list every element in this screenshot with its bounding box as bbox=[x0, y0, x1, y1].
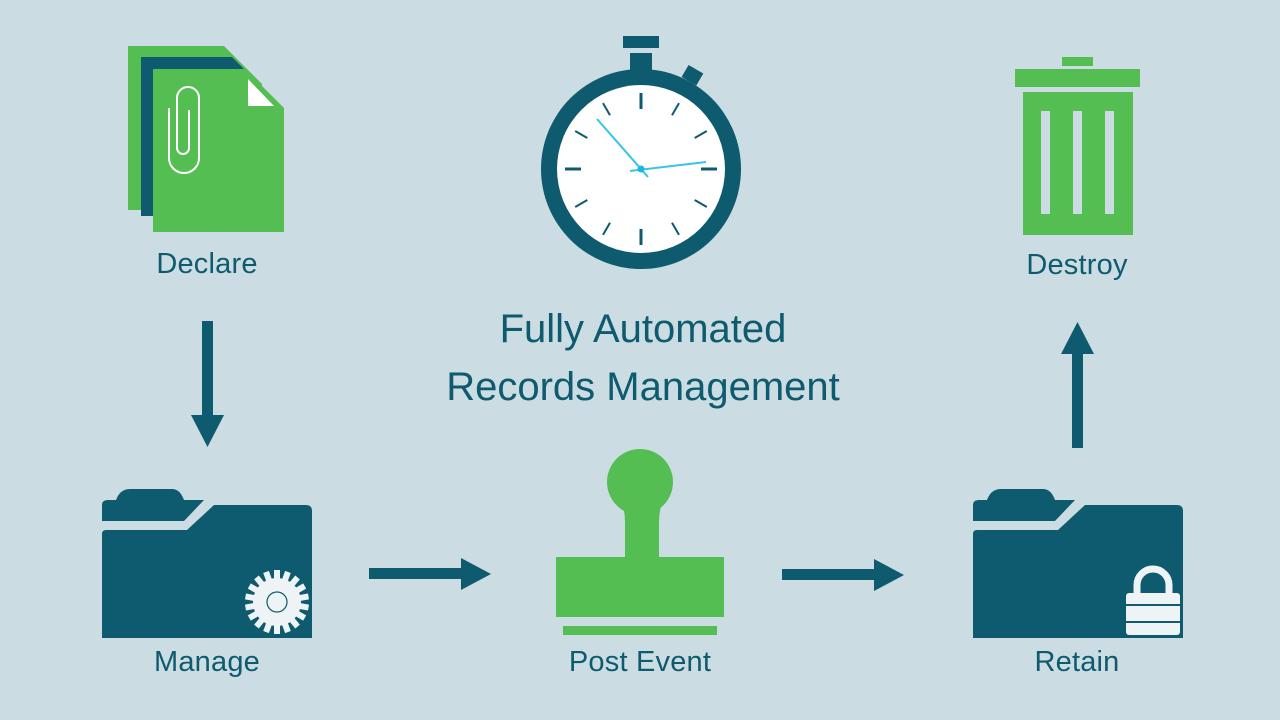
clock-tick bbox=[574, 130, 588, 139]
clock-tick bbox=[602, 222, 611, 236]
title-line-2: Records Management bbox=[446, 365, 840, 409]
clock-tick bbox=[694, 199, 708, 208]
stopwatch-icon bbox=[541, 36, 741, 269]
arrow-down-icon bbox=[191, 321, 224, 447]
gear-tooth bbox=[244, 602, 256, 611]
clock-tick bbox=[694, 130, 708, 139]
arrow-right-icon bbox=[782, 559, 904, 591]
gear-tooth bbox=[298, 593, 310, 602]
clock-tick bbox=[574, 199, 588, 208]
trash-icon bbox=[1015, 57, 1140, 235]
clock-ticks bbox=[565, 93, 717, 245]
folder-gear-icon bbox=[102, 489, 312, 638]
clock-tick bbox=[671, 102, 680, 116]
step-label-declare: Declare bbox=[156, 248, 258, 280]
folder-lock-icon bbox=[973, 489, 1183, 638]
diagram-title: Fully Automated Records Management bbox=[446, 300, 840, 416]
gear-tooth bbox=[244, 593, 256, 602]
gear-tooth bbox=[298, 602, 310, 611]
arrow-right-icon bbox=[369, 558, 491, 590]
arrow-up-icon bbox=[1061, 322, 1094, 448]
gear-tooth bbox=[274, 570, 280, 580]
clock-tick bbox=[602, 102, 611, 116]
gear-icon bbox=[244, 570, 310, 634]
lock-icon bbox=[1126, 565, 1180, 635]
clock-tick bbox=[671, 222, 680, 236]
title-line-1: Fully Automated bbox=[499, 307, 787, 351]
documents-paperclip-icon bbox=[128, 46, 284, 232]
step-label-manage: Manage bbox=[154, 646, 260, 678]
stamp-icon bbox=[556, 449, 724, 635]
step-label-destroy: Destroy bbox=[1026, 249, 1128, 281]
step-label-post-event: Post Event bbox=[568, 646, 712, 678]
step-label-retain: Retain bbox=[1034, 646, 1120, 678]
gear-tooth bbox=[274, 624, 280, 634]
